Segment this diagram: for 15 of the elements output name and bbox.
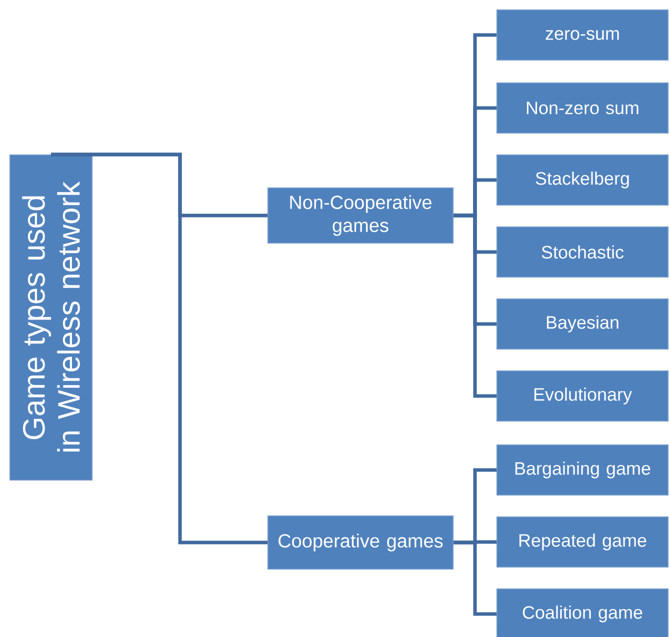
connector	[454, 214, 496, 398]
category-box: Cooperative games	[268, 516, 454, 570]
leaf-box: Bayesian	[496, 298, 668, 350]
root-box: Game types used in Wireless network	[10, 154, 92, 480]
leaf-box: zero-sum	[496, 10, 668, 60]
leaf-box: Repeated game	[496, 516, 668, 568]
connector	[454, 540, 496, 616]
leaf-box: Coalition game	[496, 588, 668, 637]
leaf-box: Non-zero sum	[496, 82, 668, 134]
leaf-box: Stackelberg	[496, 154, 668, 206]
connector	[51, 152, 268, 544]
leaf-box: Evolutionary	[496, 370, 668, 422]
leaf-box: Bargaining game	[496, 444, 668, 496]
leaf-box: Stochastic	[496, 226, 668, 278]
category-box: Non-Cooperative games	[268, 188, 454, 244]
